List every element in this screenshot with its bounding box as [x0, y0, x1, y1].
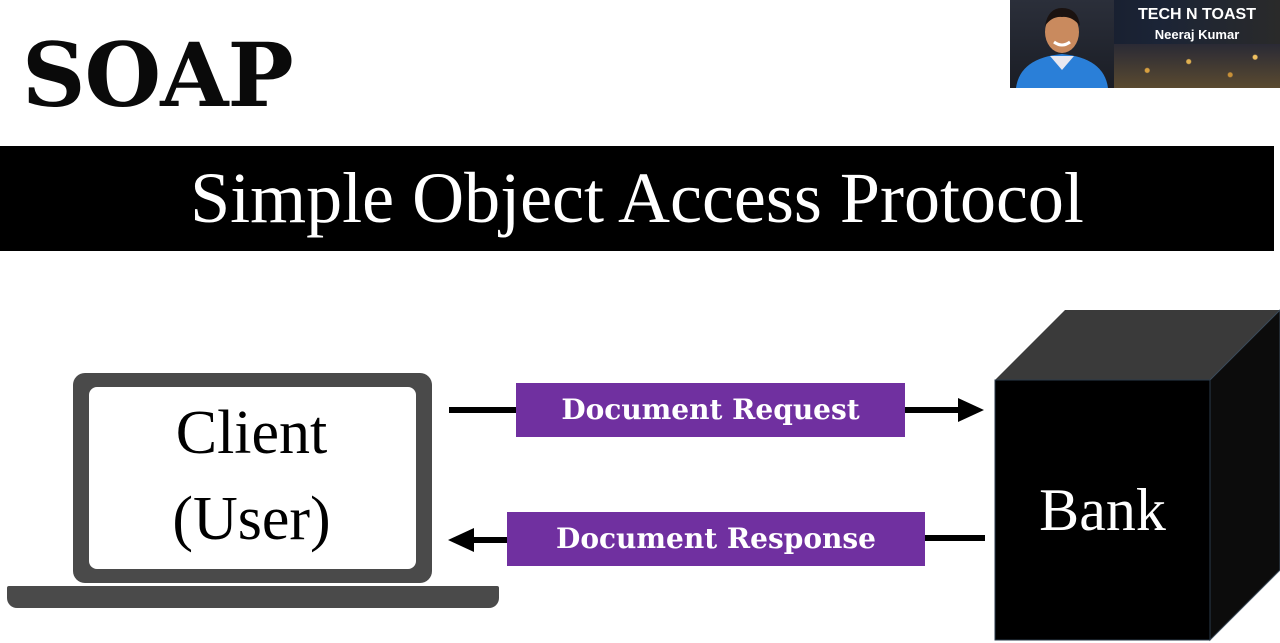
client-node-label: Client (User) [89, 390, 414, 562]
cube-icon [994, 309, 1280, 642]
channel-name: TECH N TOAST [1138, 6, 1256, 23]
request-label: Document Request [516, 383, 905, 437]
channel-author: Neeraj Kumar [1154, 27, 1240, 42]
laptop-base [7, 586, 499, 608]
client-label-line1: Client [175, 399, 328, 467]
client-label-line2: (User) [172, 485, 331, 553]
page-subtitle: Simple Object Access Protocol [190, 158, 1084, 238]
presenter-avatar-icon [1016, 8, 1108, 88]
channel-card: TECH N TOAST Neeraj Kumar [1010, 0, 1280, 88]
request-arrow-head [958, 398, 984, 422]
response-label: Document Response [507, 512, 925, 566]
page-title: SOAP [22, 23, 294, 127]
channel-background-image [1114, 44, 1280, 88]
subtitle-banner: Simple Object Access Protocol [0, 146, 1274, 251]
cube-front-face [994, 379, 1211, 641]
bank-node-label: Bank [1039, 477, 1166, 543]
response-arrow-head [448, 528, 474, 552]
laptop-display [89, 387, 416, 569]
cube-top-face [995, 310, 1280, 380]
presenter-photo [1010, 0, 1114, 88]
laptop-icon [73, 373, 432, 583]
